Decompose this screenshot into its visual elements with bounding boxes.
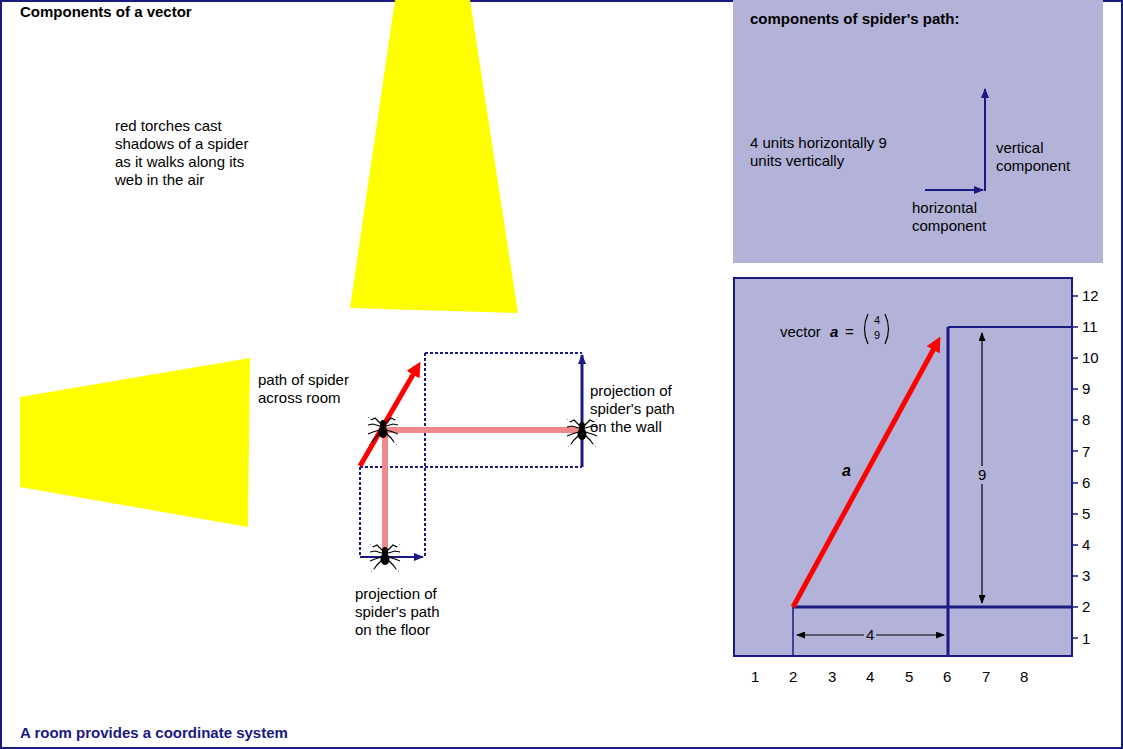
graph-panel	[734, 278, 1072, 656]
axis-number: 12	[1082, 287, 1099, 305]
panel-text: vertical component	[996, 139, 1091, 175]
axis-number: 7	[1082, 443, 1090, 461]
axis-number: 8	[1020, 668, 1028, 686]
panel-text: vector	[780, 323, 821, 341]
caption: A room provides a coordinate system	[20, 724, 288, 742]
axis-number: 2	[1082, 598, 1090, 616]
note-label: red torches cast shadows of a spider as …	[115, 117, 265, 189]
torch-beam	[350, 0, 518, 313]
vertical-arrow	[984, 89, 986, 191]
panel-text: a	[842, 462, 851, 480]
axis-number: 5	[905, 668, 913, 686]
info-panel	[733, 0, 1103, 263]
spider-shadow	[369, 543, 401, 572]
spider	[367, 416, 399, 445]
torch-beam	[20, 358, 250, 527]
axis-number: 4	[866, 668, 874, 686]
graph-panel: vectora=49a94	[733, 277, 1072, 656]
projection-box	[360, 353, 582, 557]
panel-text: 4 units horizontally 9 units vertically	[750, 134, 890, 170]
axis-number: 2	[789, 668, 797, 686]
axis-number: 7	[982, 668, 990, 686]
axis-number: 5	[1082, 505, 1090, 523]
axis-number: 3	[1082, 567, 1090, 585]
wall-arrow	[581, 355, 584, 467]
panel-text: 4	[874, 314, 880, 326]
axis-number: 10	[1082, 349, 1099, 367]
spider-path-arrow	[360, 366, 418, 466]
panel-text: horizontal component	[912, 199, 1007, 235]
panel-text: 4	[864, 626, 876, 644]
axis-number: 11	[1082, 318, 1098, 336]
info-panel: components of spider's path: 4 units hori…	[733, 0, 1103, 263]
title: Components of a vector	[20, 3, 192, 21]
panel-text: 9	[874, 329, 880, 341]
panel-text: 9	[976, 466, 988, 484]
shadow-line	[385, 430, 582, 557]
component-lines	[793, 327, 1072, 656]
axis-number: 4	[1082, 536, 1090, 554]
axis-number: 1	[751, 668, 759, 686]
axis-number: 1	[1082, 630, 1090, 648]
note-label: projection of spider's path on the floor	[355, 585, 460, 639]
panel-text: components of spider's path:	[750, 10, 959, 28]
axis-number: 3	[828, 668, 836, 686]
axis-number: 9	[1082, 380, 1090, 398]
axis-number: 6	[1082, 474, 1090, 492]
panel-text: =	[845, 323, 854, 341]
matrix-brackets	[865, 314, 889, 344]
axis-number: 8	[1082, 411, 1090, 429]
axis-ticks	[1072, 278, 1078, 656]
note-label: projection of spider's path on the wall	[590, 382, 695, 436]
horizontal-arrow	[925, 189, 983, 191]
axis-number: 6	[943, 668, 951, 686]
note-label: path of spider across room	[258, 371, 373, 407]
panel-text: a	[830, 323, 838, 341]
vector-arrow	[793, 341, 938, 607]
